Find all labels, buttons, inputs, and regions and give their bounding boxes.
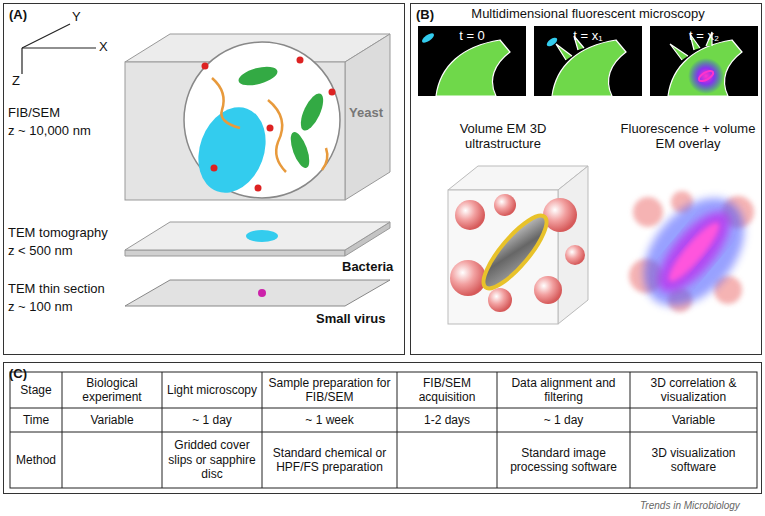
table-cell: ~ 1 week [262,408,397,432]
axis-label: Z [12,74,20,89]
table-cell: ~ 1 day [162,408,262,432]
method-name: TEM thin section [8,282,105,297]
row-header: Time [10,408,62,432]
table-cell: Standard chemical or HPF/FS preparation [262,432,397,488]
specimen-name: Small virus [316,312,385,327]
panel-letter: (C) [9,366,27,381]
row-header: Stage [10,372,62,408]
table-cell: FIB/SEM acquisition [397,372,497,408]
panel-title: Multidimensional fluorescent microscopy [471,7,704,22]
panel-letter: (A) [9,7,27,22]
tomography-slab [125,222,390,256]
row-header: Method [10,432,62,488]
axes [22,24,96,74]
time-label: t = x₁ [573,29,602,44]
overlay-image [624,179,765,325]
table-cell: Light microscopy [162,372,262,408]
table-cell: Biological experiment [62,372,162,408]
thin-section [125,280,390,306]
table-cell: 3D correlation & visualization [630,372,757,408]
table-cell: Variable [62,408,162,432]
table-cell: Data alignment and filtering [497,372,630,408]
watermark: Trends in Microbiology [640,500,740,511]
panel-box: (B) [410,3,762,355]
time-label: t = x₂ [689,29,719,44]
image-caption: Fluorescence + volume EM overlay [618,122,758,152]
table-cell: ~ 1 day [497,408,630,432]
table-grid [10,372,757,488]
depth-label: z < 500 nm [8,244,73,259]
volume-box [125,34,390,202]
panel-letter: (B) [416,7,434,22]
table-cell: Standard image processing software [497,432,630,488]
depth-label: z ~ 100 nm [8,300,73,315]
axis-label: X [99,40,108,55]
table-cell: 1-2 days [397,408,497,432]
table-cell: Variable [630,408,757,432]
fluorescence-frames [418,26,758,96]
method-name: TEM tomography [8,226,108,241]
table-cell: 3D visualization software [630,432,757,488]
axis-label: Y [72,10,81,25]
depth-label: z ~ 10,000 nm [8,124,91,139]
specimen-name: Yeast [349,106,383,121]
image-caption: Volume EM 3D ultrastructure [438,122,568,152]
specimen-name: Bacteria [342,260,393,275]
volume-em-cube [448,166,588,324]
method-name: FIB/SEM [8,106,60,121]
table-cell: Sample preparation for FIB/SEM [262,372,397,408]
table-cell: Gridded cover slips or sapphire disc [162,432,262,488]
time-label: t = 0 [459,29,485,44]
